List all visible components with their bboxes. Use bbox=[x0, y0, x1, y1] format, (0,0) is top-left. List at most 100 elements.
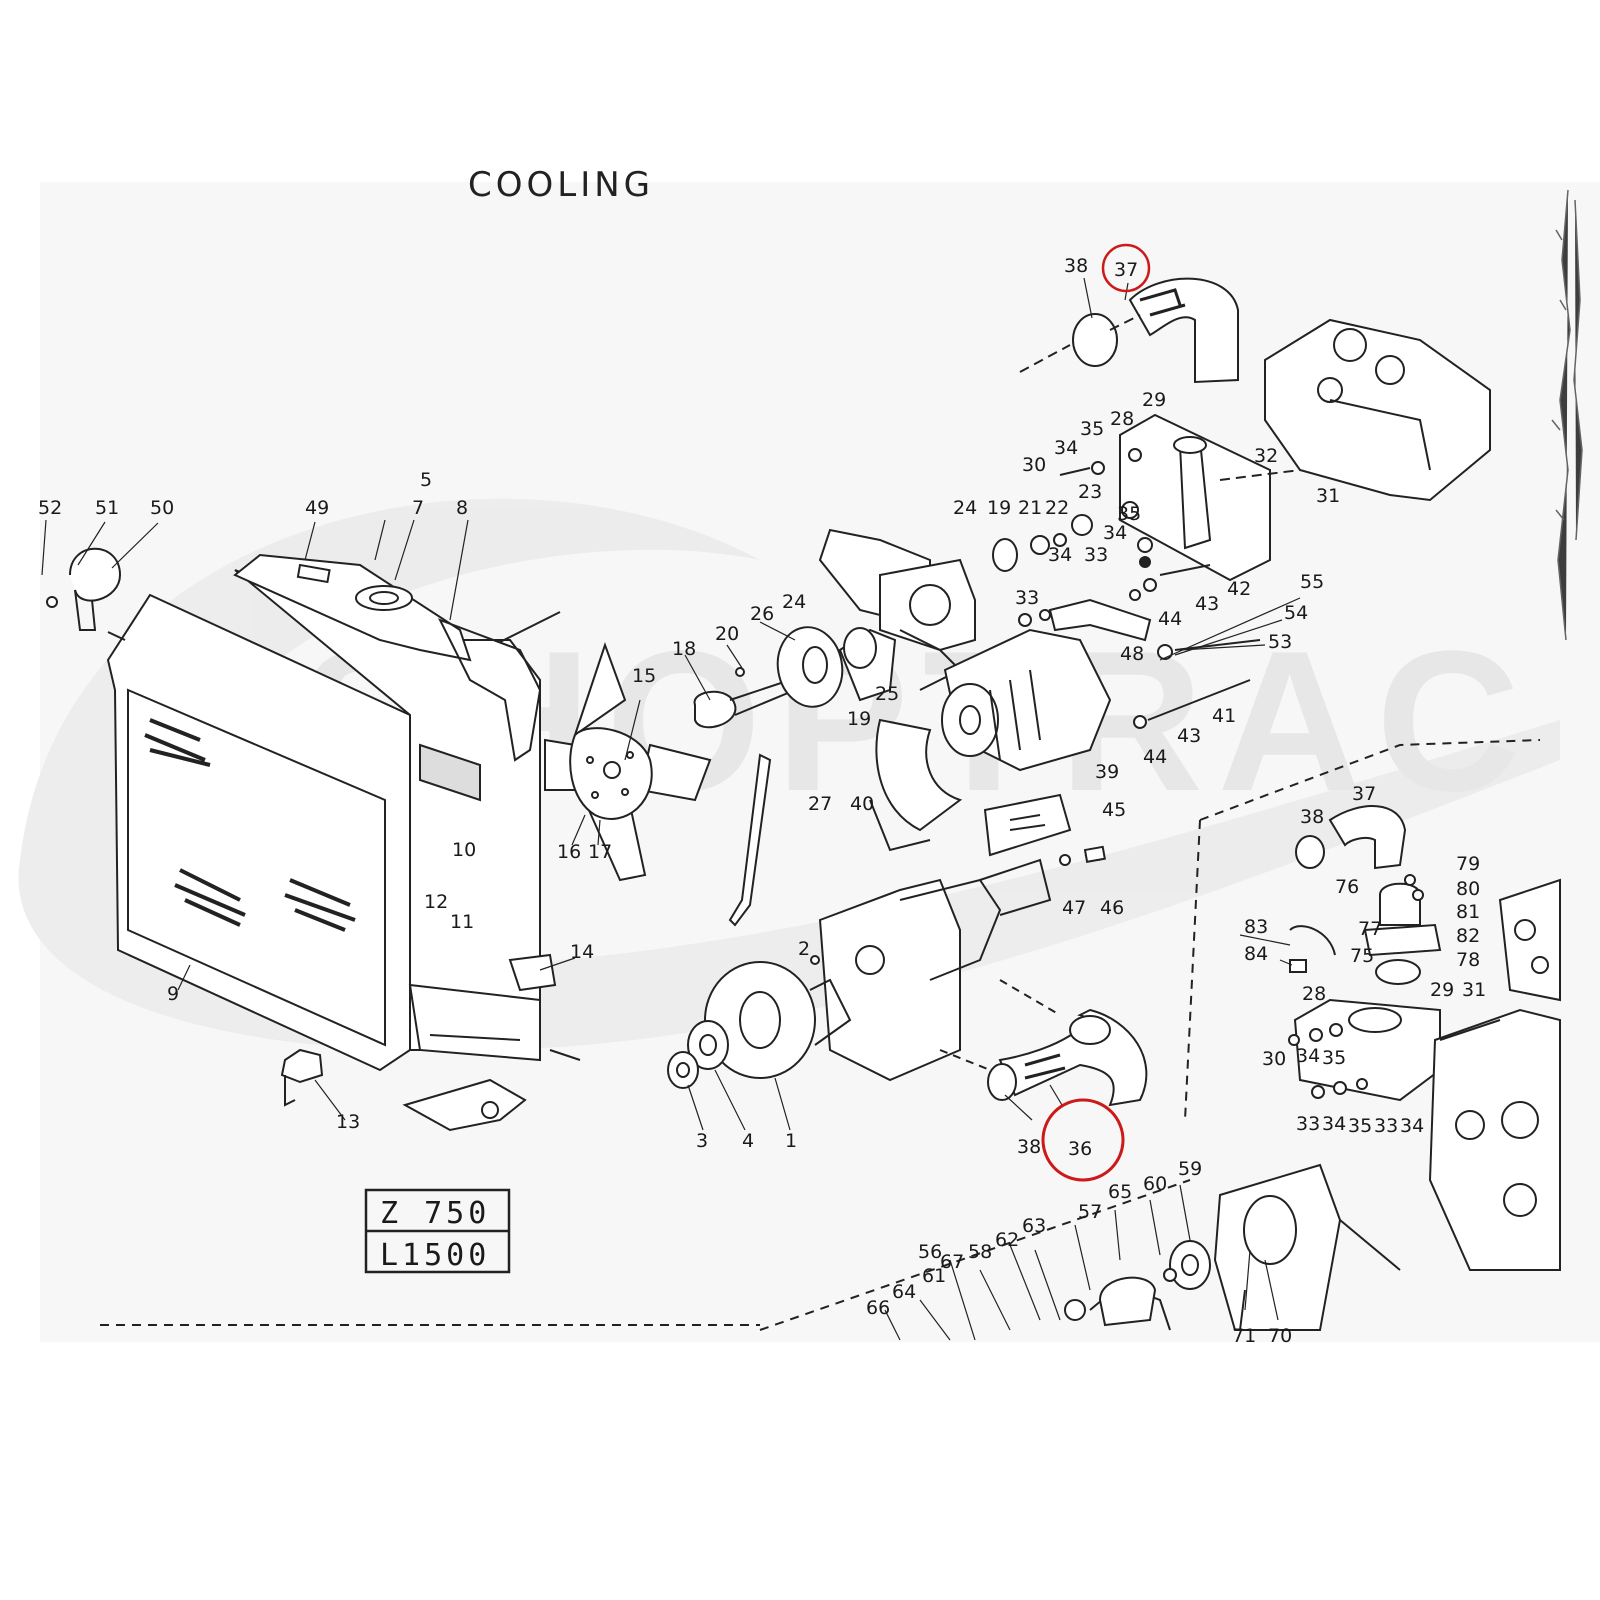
callout-2: 2 bbox=[798, 938, 810, 960]
model-box: Z 750 L1500 bbox=[364, 1188, 511, 1274]
callout-11: 11 bbox=[450, 911, 474, 933]
callout-76: 76 bbox=[1335, 876, 1359, 898]
callout-34-inset: 34 bbox=[1296, 1045, 1320, 1067]
callout-24-upper: 24 bbox=[953, 497, 977, 519]
highlight-marks bbox=[1041, 243, 1151, 1182]
callout-44-upper: 44 bbox=[1158, 608, 1182, 630]
callout-51: 51 bbox=[95, 497, 119, 519]
callout-54: 54 bbox=[1284, 602, 1308, 624]
key-2 bbox=[810, 955, 820, 965]
lower-hose-assembly bbox=[939, 979, 1148, 1107]
callout-4: 4 bbox=[742, 1130, 754, 1152]
callout-34-upper: 34 bbox=[1054, 437, 1078, 459]
callout-48: 48 bbox=[1120, 643, 1144, 665]
upper-right-assembly bbox=[992, 277, 1491, 866]
watermark-swoosh bbox=[18, 498, 1560, 1051]
callout-24-lower: 24 bbox=[782, 591, 806, 613]
callout-17: 17 bbox=[588, 841, 612, 863]
callout-1: 1 bbox=[785, 1130, 797, 1152]
alternator-bracket-40 bbox=[875, 718, 963, 832]
fan-blade-upper bbox=[573, 641, 627, 738]
callout-63: 63 bbox=[1022, 1215, 1046, 1237]
timing-gear-case bbox=[818, 878, 961, 1082]
callout-57: 57 bbox=[1078, 1201, 1102, 1223]
highlight-circle-part-37 bbox=[1101, 243, 1151, 293]
callout-5: 5 bbox=[420, 469, 432, 491]
callout-61: 61 bbox=[922, 1265, 946, 1287]
callout-45: 45 bbox=[1102, 799, 1126, 821]
inset-engine-block bbox=[1428, 1008, 1561, 1271]
inset-clamp-38 bbox=[1295, 835, 1325, 869]
thermostat-cover-76 bbox=[1379, 882, 1421, 926]
callout-32: 32 bbox=[1254, 445, 1278, 467]
stay-45 bbox=[983, 793, 1072, 857]
callout-31-inset: 31 bbox=[1462, 979, 1486, 1001]
radiator-assembly bbox=[46, 547, 581, 1132]
callout-77: 77 bbox=[1358, 918, 1382, 940]
callout-labels: 52 51 50 49 5 7 8 9 10 11 12 13 14 15 16… bbox=[38, 255, 1486, 1347]
scan-edge-noise bbox=[1551, 189, 1583, 641]
callout-66: 66 bbox=[866, 1297, 890, 1319]
callout-67: 67 bbox=[940, 1251, 964, 1273]
gasket-77 bbox=[1363, 923, 1442, 957]
callout-33-inset-a: 33 bbox=[1296, 1113, 1320, 1135]
callout-35-mid: 35 bbox=[1117, 503, 1141, 525]
callout-65: 65 bbox=[1108, 1181, 1132, 1203]
fan-spacer-18 bbox=[693, 690, 737, 729]
fan-belt-27 bbox=[728, 753, 772, 927]
callout-59: 59 bbox=[1178, 1158, 1202, 1180]
callout-19-lower: 19 bbox=[847, 708, 871, 730]
callout-35-inset: 35 bbox=[1322, 1047, 1346, 1069]
callout-28-inset: 28 bbox=[1302, 983, 1326, 1005]
callout-52: 52 bbox=[38, 497, 62, 519]
inset-head bbox=[1498, 878, 1561, 1002]
callout-26: 26 bbox=[750, 603, 774, 625]
leader-lines bbox=[41, 277, 1301, 1341]
callout-12: 12 bbox=[424, 891, 448, 913]
callout-34-inset-b: 34 bbox=[1400, 1115, 1424, 1137]
callout-10: 10 bbox=[452, 839, 476, 861]
highlight-circle-part-36 bbox=[1041, 1098, 1125, 1182]
radiator-bottom-tank bbox=[408, 983, 541, 1062]
callout-22: 22 bbox=[1045, 497, 1069, 519]
callout-3: 3 bbox=[696, 1130, 708, 1152]
callout-60: 60 bbox=[1143, 1173, 1167, 1195]
callout-43-lower: 43 bbox=[1177, 725, 1201, 747]
callout-80: 80 bbox=[1456, 878, 1480, 900]
callout-30-inset: 30 bbox=[1262, 1048, 1286, 1070]
grille-inner-frame bbox=[127, 688, 386, 1047]
callout-31-upper: 31 bbox=[1316, 485, 1340, 507]
callout-53: 53 bbox=[1268, 631, 1292, 653]
hose-clamp-38 bbox=[1072, 313, 1118, 367]
callout-84: 84 bbox=[1244, 943, 1268, 965]
callout-71: 71 bbox=[1232, 1325, 1256, 1347]
callout-37-inset: 37 bbox=[1352, 783, 1376, 805]
thermostat-78 bbox=[1375, 959, 1421, 985]
callout-33-inset-b: 33 bbox=[1374, 1115, 1398, 1137]
callout-7: 7 bbox=[412, 497, 424, 519]
callout-49: 49 bbox=[305, 497, 329, 519]
callout-36: 36 bbox=[1068, 1138, 1092, 1160]
callout-23: 23 bbox=[1078, 481, 1102, 503]
callout-40: 40 bbox=[850, 793, 874, 815]
callout-56: 56 bbox=[918, 1241, 942, 1263]
callout-13: 13 bbox=[336, 1111, 360, 1133]
callout-33-mid: 33 bbox=[1015, 587, 1039, 609]
callout-38-inset: 38 bbox=[1300, 806, 1324, 828]
bolt-20 bbox=[735, 667, 745, 677]
callout-35-upper: 35 bbox=[1080, 418, 1104, 440]
callout-46: 46 bbox=[1100, 897, 1124, 919]
callout-30-upper: 30 bbox=[1022, 454, 1046, 476]
callout-20: 20 bbox=[715, 623, 739, 645]
callout-83: 83 bbox=[1244, 916, 1268, 938]
callout-81: 81 bbox=[1456, 901, 1480, 923]
callout-62: 62 bbox=[995, 1229, 1019, 1251]
fan-assembly bbox=[544, 626, 897, 927]
callout-50: 50 bbox=[150, 497, 174, 519]
callout-29-upper: 29 bbox=[1142, 389, 1166, 411]
callout-8: 8 bbox=[456, 497, 468, 519]
hose-clamp-52 bbox=[46, 596, 58, 608]
callout-58: 58 bbox=[968, 1241, 992, 1263]
